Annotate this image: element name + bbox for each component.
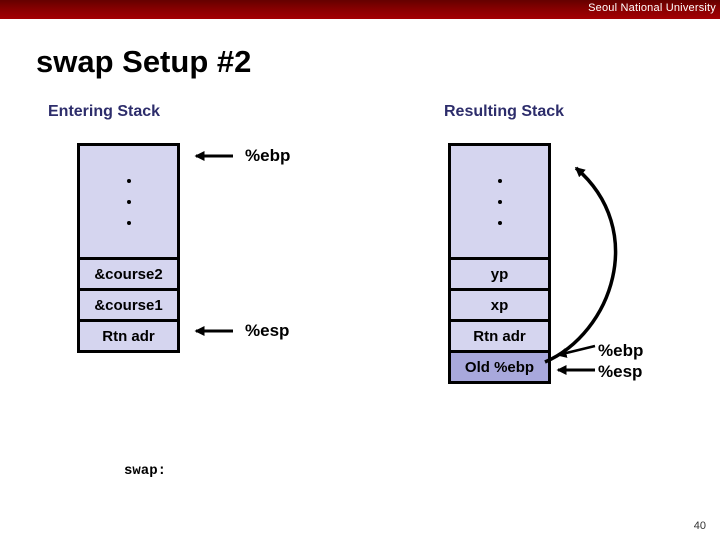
- vertical-ellipsis-icon: [451, 179, 548, 225]
- ebp-pointer-label: %ebp: [598, 341, 644, 360]
- institution-name: Seoul National University: [588, 2, 716, 14]
- stack-ellipsis-region: [80, 146, 177, 257]
- stack-ellipsis-region: [451, 146, 548, 257]
- code-line-pushl-ebp: pushl %ebp: [160, 536, 278, 540]
- stack-cell-course1: &course1: [80, 288, 177, 319]
- code-label: swap:: [124, 463, 167, 479]
- header-bar: Seoul National University: [0, 0, 720, 19]
- stack-cell-rtn-adr: Rtn adr: [80, 319, 177, 350]
- assembly-code: swap: pushl %ebp movl %esp,%ebp pushl %e…: [124, 406, 278, 540]
- page-title: swap Setup #2: [36, 44, 252, 79]
- resulting-stack-label: Resulting Stack: [444, 103, 565, 120]
- stack-cell-course2: &course2: [80, 257, 177, 288]
- old-ebp-frame-curved-arrow-icon: [544, 166, 618, 364]
- stack-cell-xp: xp: [451, 288, 548, 319]
- stack-cell-yp: yp: [451, 257, 548, 288]
- stack-cell-rtn-adr: Rtn adr: [451, 319, 548, 350]
- stack-cell-old-ebp: Old %ebp: [451, 350, 548, 381]
- entering-stack-diagram: &course2 &course1 Rtn adr: [77, 143, 180, 353]
- ebp-arrow-icon: [556, 344, 596, 358]
- vertical-ellipsis-icon: [80, 179, 177, 225]
- entering-stack-label: Entering Stack: [48, 103, 161, 120]
- esp-pointer-label: %esp: [598, 362, 643, 381]
- esp-pointer-label: %esp: [245, 321, 290, 340]
- resulting-stack-diagram: yp xp Rtn adr Old %ebp: [448, 143, 551, 384]
- page-number: 40: [693, 520, 706, 532]
- ebp-pointer-label: %ebp: [245, 146, 291, 165]
